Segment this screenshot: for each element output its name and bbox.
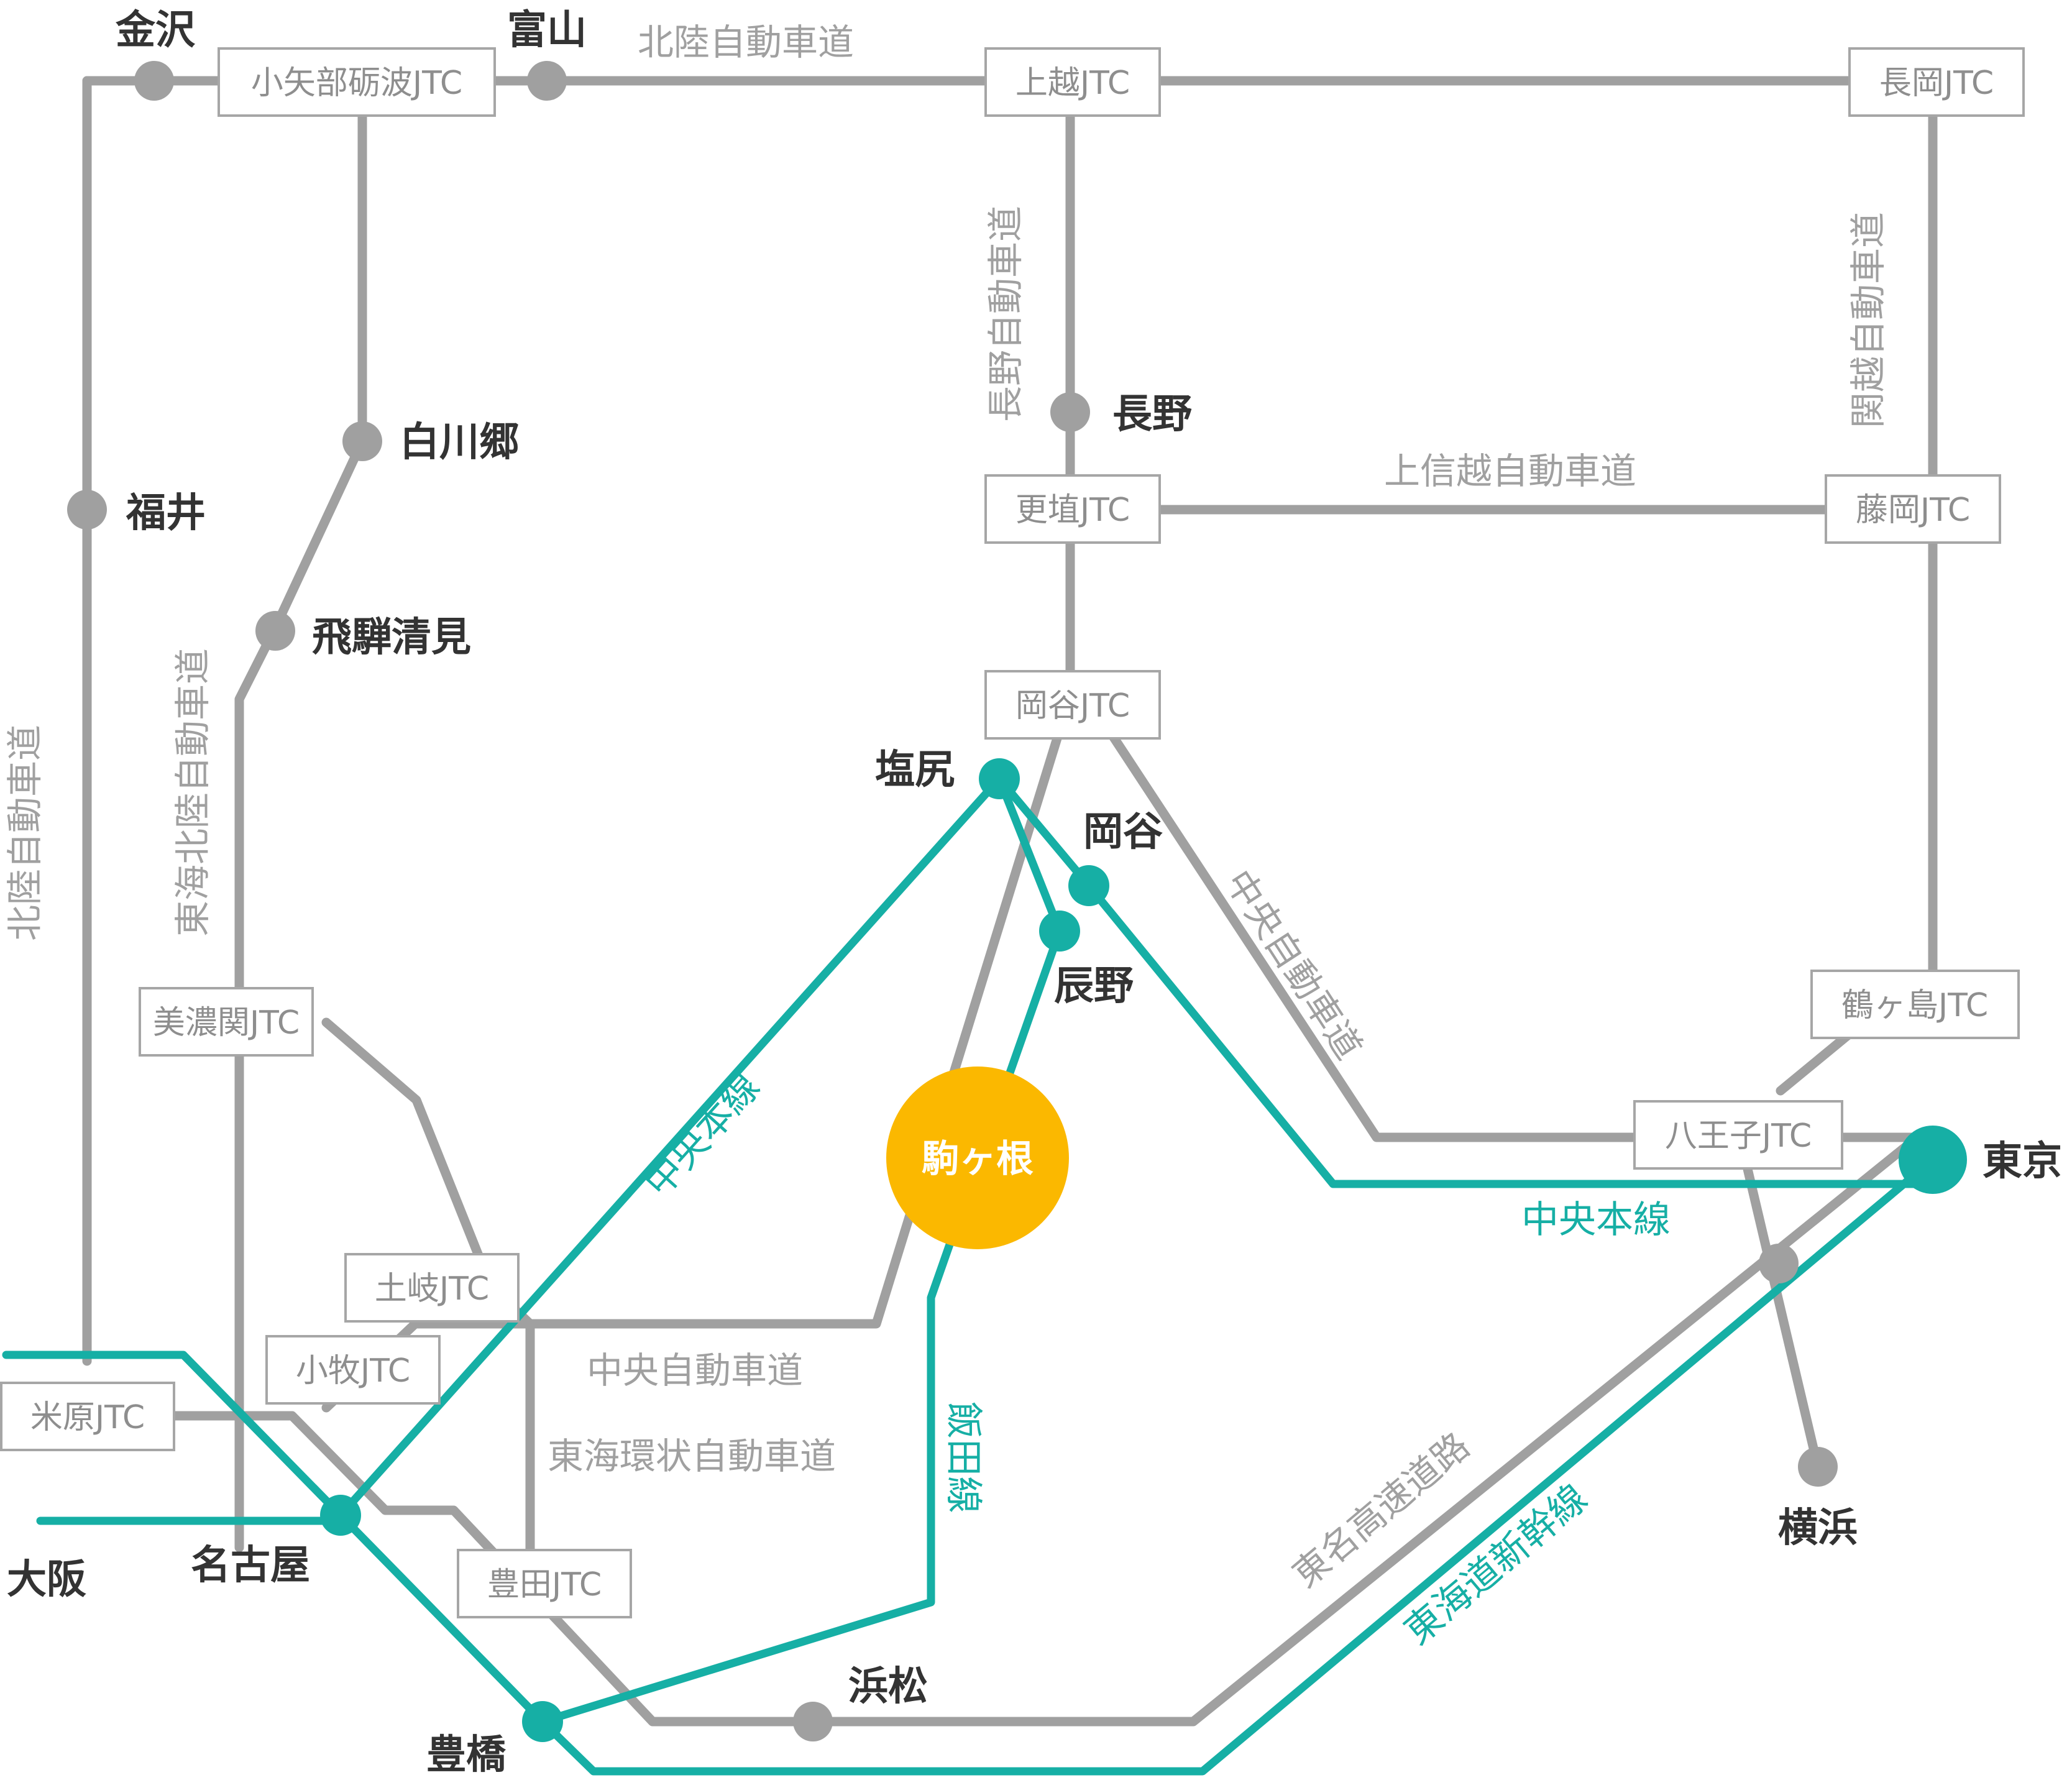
toyohashi-label: 豊橋: [426, 1732, 507, 1778]
toyama-dot: [527, 61, 567, 101]
komaki-jtc: 小牧JTC: [265, 1335, 441, 1405]
minoseki-jtc: 美濃関JTC: [139, 987, 314, 1057]
iida-line-label: 飯田線: [942, 1402, 985, 1513]
minoseki-jtc-label: 美濃関JTC: [153, 1004, 300, 1042]
fukui-label: 福井: [126, 490, 206, 536]
hokuriku-expressway-left-label: 北陸自動車道: [4, 725, 46, 941]
fujioka-jtc: 藤岡JTC: [1825, 474, 2001, 544]
tokyo-dot: [1899, 1126, 1967, 1194]
yokohama-junction-dot: [1759, 1244, 1799, 1283]
kanazawa-dot: [134, 61, 174, 101]
hamamatsu-label: 浜松: [848, 1664, 928, 1710]
railway-station-dots: [320, 758, 1967, 1742]
nagoya-label: 名古屋: [191, 1543, 310, 1589]
okaya-jtc: 岡谷JTC: [984, 670, 1161, 740]
chuo-expressway-lower-label: 中央自動車道: [587, 1349, 803, 1392]
nagaoka-jtc-label: 長岡JTC: [1879, 65, 1994, 102]
joetsu-jtc-label: 上越JTC: [1015, 65, 1130, 102]
hachioji-jtc: 八王子JTC: [1633, 1100, 1843, 1170]
maibara-jtc-label: 米原JTC: [30, 1399, 145, 1436]
yokohama-label: 横浜: [1778, 1505, 1858, 1551]
tsurugashima-jtc: 鶴ヶ島JTC: [1810, 970, 2020, 1039]
joetsu-jtc: 上越JTC: [984, 47, 1161, 117]
hida-kiyomi-dot: [255, 611, 295, 651]
tokai-hokuriku-expressway: [234, 76, 367, 1553]
shiojiri-dot: [979, 758, 1020, 799]
nagano-label: 長野: [1112, 392, 1192, 438]
tsurugashima-jtc-label: 鶴ヶ島JTC: [1841, 987, 1988, 1024]
chuo-main-line-right-label: 中央本線: [1521, 1198, 1671, 1242]
chuo-main-line-shiojiri-tatsuno: [995, 774, 1064, 935]
hokuriku-expressway-top-label: 北陸自動車道: [638, 21, 854, 63]
shirakawago-dot: [342, 421, 382, 461]
kanazawa-label: 金沢: [115, 7, 196, 53]
city-labels: 金沢 富山 白川郷 福井 飛騨清見 長野 塩尻 岡谷 辰野 東京 横浜 名古屋 …: [7, 7, 2062, 1778]
chuo-main-line-west: [336, 774, 1004, 1520]
hachioji-jtc-label: 八王子JTC: [1665, 1117, 1812, 1155]
komagane-circle[interactable]: [886, 1067, 1069, 1249]
toyohashi-dot: [522, 1701, 563, 1742]
oyabe-tonami-jtc: 小矢部砺波JTC: [218, 47, 496, 117]
railway-network: [2, 774, 1937, 1776]
tatsuno-dot: [1039, 911, 1080, 952]
yokohama-dot: [1798, 1447, 1838, 1487]
komaki-jtc-label: 小牧JTC: [296, 1352, 410, 1390]
joshinetsu-expressway-label: 上信越自動車道: [1384, 450, 1636, 492]
maibara-jtc: 米原JTC: [0, 1382, 175, 1451]
junction-labels: 小矢部砺波JTC 上越JTC 長岡JTC 更埴JTC 藤岡JTC 岡谷JTC 美…: [0, 47, 2025, 1618]
okaya-dot: [1068, 865, 1109, 906]
nagano-dot: [1050, 392, 1090, 432]
toki-jtc: 土岐JTC: [344, 1253, 520, 1323]
nagano-expressway-label: 長野自動車道: [984, 206, 1027, 422]
kanetsu-expressway-label: 関越自動車道: [1847, 212, 1889, 428]
fukui-dot: [67, 490, 107, 530]
komagane-label: 駒ヶ根: [922, 1137, 1034, 1181]
koshoku-jtc-label: 更埴JTC: [1015, 492, 1130, 529]
shirakawago-label: 白川郷: [400, 420, 519, 466]
fujioka-jtc-label: 藤岡JTC: [1856, 492, 1970, 529]
tokai-hokuriku-expressway-label: 東海北陸自動車道: [172, 648, 214, 937]
oyabe-tonami-jtc-label: 小矢部砺波JTC: [251, 65, 462, 102]
maibara-to-toyota: [82, 1132, 1922, 1727]
koshoku-jtc: 更埴JTC: [984, 474, 1161, 544]
chuo-main-line-left-label: 中央本線: [636, 1065, 769, 1205]
komagane-station[interactable]: 駒ヶ根: [886, 1067, 1069, 1249]
tokai-kanjo-expressway-label: 東海環状自動車道: [548, 1435, 836, 1477]
okaya-jtc-label: 岡谷JTC: [1015, 687, 1130, 725]
toyota-jtc-label: 豊田JTC: [487, 1566, 602, 1603]
toyota-jtc: 豊田JTC: [457, 1549, 632, 1618]
nagaoka-jtc: 長岡JTC: [1848, 47, 2025, 117]
hida-kiyomi-label: 飛騨清見: [312, 615, 471, 661]
chuo-expressway-diagonal-label: 中央自動車道: [1217, 863, 1370, 1067]
osaka-label: 大阪: [7, 1557, 86, 1603]
tokaido-line-south: [336, 1155, 1937, 1776]
tokyo-label: 東京: [1983, 1139, 2062, 1185]
expressway-city-dots: [67, 61, 1838, 1741]
chuo-main-line-east: [1084, 881, 1937, 1188]
hamamatsu-dot: [793, 1702, 833, 1741]
toki-jtc-label: 土岐JTC: [375, 1270, 489, 1308]
okaya-label: 岡谷: [1083, 809, 1163, 855]
toyama-label: 富山: [507, 7, 587, 53]
chuo-main-line-shiojiri-okaya: [995, 774, 1093, 890]
tokaido-shinkansen-label: 東海道新幹線: [1396, 1476, 1596, 1653]
tatsuno-label: 辰野: [1054, 963, 1134, 1009]
hachioji-to-yokohama: [1735, 1132, 1823, 1472]
tokaido-line-north: [2, 1351, 345, 1520]
shiojiri-label: 塩尻: [875, 747, 955, 793]
nagoya-dot: [320, 1495, 361, 1536]
